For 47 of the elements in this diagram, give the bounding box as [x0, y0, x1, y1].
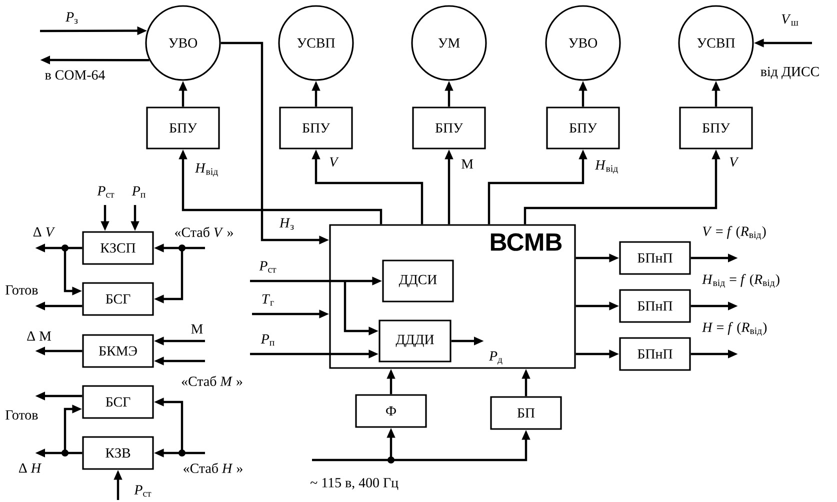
edge-label: «Стаб H »	[182, 462, 244, 474]
edge-label: в СОМ-64	[44, 69, 106, 81]
signal-label: від ДИСС	[759, 66, 821, 80]
edge-label: H$_{від}$	[594, 159, 620, 175]
edge-label: P$_{ст}$	[133, 484, 153, 498]
block-box: БПУ	[279, 106, 353, 150]
edge-label: М	[460, 158, 474, 170]
block-box: БПУ	[546, 106, 620, 150]
block-box: БПУ	[412, 106, 486, 150]
block-box: КЗСП	[82, 231, 154, 265]
edge-label: P$_{з}$	[64, 11, 80, 25]
block-box: БПнП	[619, 337, 691, 371]
edge-label: Δ М	[26, 330, 52, 342]
edge-label: P$_{д}$	[488, 350, 504, 366]
edge-label: «Стаб M »	[180, 374, 244, 388]
block-box: БСГ	[82, 282, 154, 316]
block-box: Ф	[355, 394, 427, 428]
edge-label: V = f (R$_{від}$)	[701, 225, 768, 241]
edge-label: H$_{від}$	[194, 162, 220, 178]
edge-label: V	[328, 156, 340, 168]
block-box: БПУ	[679, 106, 753, 150]
edge-label: «Стаб V »	[173, 226, 235, 238]
edge-label: P$_{ст}$	[96, 185, 116, 199]
block-box: БПнП	[619, 289, 691, 323]
block-box: БП	[490, 396, 562, 430]
edge-label: Δ H	[17, 462, 43, 474]
edge-label: М	[190, 323, 204, 335]
edge-label: Готов	[4, 284, 40, 296]
edge-label: P$_{п}$	[130, 185, 148, 199]
edge-label: H$_{від}$ = f (R$_{від}$)	[701, 273, 781, 289]
block-box: ДДДИ	[378, 320, 452, 362]
edge-label: H$_{з}$	[278, 217, 296, 231]
edge-label: Δ V	[32, 226, 56, 238]
block-box: ДДСИ	[382, 260, 454, 302]
edge-label: V	[728, 156, 740, 168]
block-box: БПнП	[619, 241, 691, 275]
edge-label: ~ 115 в, 400 Гц	[309, 477, 400, 491]
block-box: КЗВ	[82, 436, 154, 470]
block-box: БПУ	[146, 106, 220, 150]
block-box: БКМЭ	[82, 334, 154, 368]
edge-label: P$_{ст}$	[258, 260, 278, 274]
edge-label: P$_{п}$	[260, 333, 276, 347]
block-box: БСГ	[82, 385, 154, 419]
edge-label: T$_{г}$	[260, 293, 276, 307]
edge-label: H = f (R$_{від}$)	[701, 321, 768, 337]
edge-label: V$_{ш}$	[780, 13, 800, 27]
edge-label: Готов	[4, 409, 40, 421]
